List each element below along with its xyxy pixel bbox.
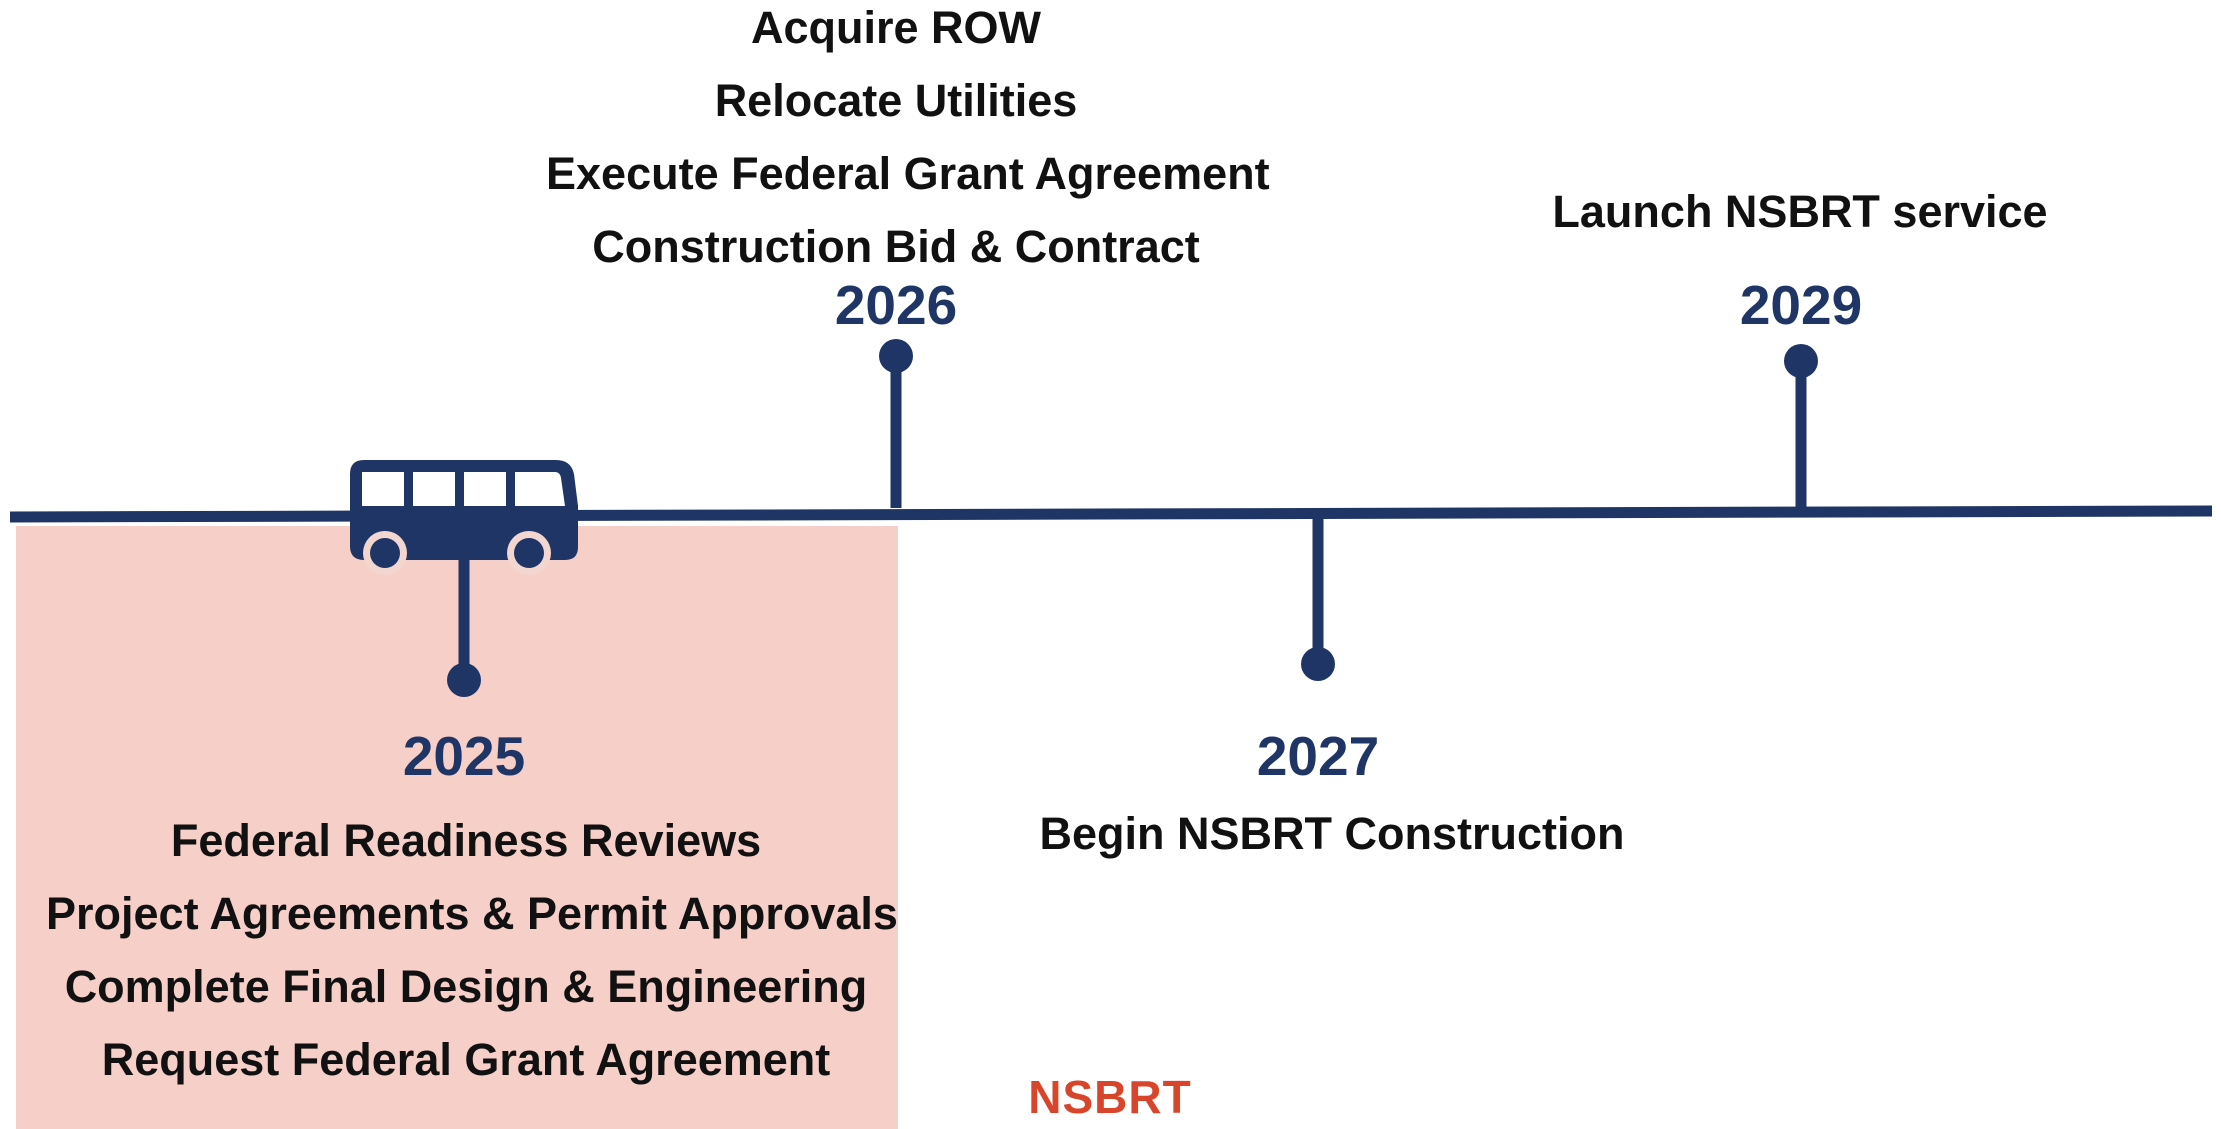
milestone-2026-item: Execute Federal Grant Agreement <box>546 148 1270 199</box>
milestone-2026-item: Relocate Utilities <box>714 75 1078 126</box>
milestone-2029-items: Launch NSBRT service <box>1500 175 2100 248</box>
milestone-2025-item: Project Agreements & Permit Approvals <box>46 888 898 939</box>
milestone-2025-item: Federal Readiness Reviews <box>170 815 762 866</box>
milestone-2025-item: Request Federal Grant Agreement <box>101 1034 831 1085</box>
bus-icon <box>350 460 578 575</box>
milestone-2026-dot <box>879 339 913 373</box>
milestone-2026-year: 2026 <box>834 274 958 336</box>
brand-logo: NSBRT <box>1028 1071 1192 1123</box>
milestone-2027-year: 2027 <box>1256 725 1380 787</box>
milestone-2027-item: Begin NSBRT Construction <box>1039 808 1625 859</box>
milestone-2025-dot <box>447 663 481 697</box>
milestone-2029-dot <box>1784 344 1818 378</box>
milestone-2025-items: Federal Readiness Reviews Project Agreem… <box>46 804 898 1096</box>
milestone-2026-item: Construction Bid & Contract <box>592 221 1200 272</box>
milestone-2027-items: Begin NSBRT Construction <box>1032 797 1632 870</box>
milestone-2029-year: 2029 <box>1739 274 1863 336</box>
milestone-2026-items: Acquire ROW Relocate Utilities Execute F… <box>546 0 1270 283</box>
timeline-axis <box>9 505 2213 523</box>
milestone-2025-item: Complete Final Design & Engineering <box>64 961 868 1012</box>
milestone-2025-year: 2025 <box>402 725 526 787</box>
milestone-2027-dot <box>1301 647 1335 681</box>
current-phase-highlight <box>16 526 898 1129</box>
milestone-2029-item: Launch NSBRT service <box>1552 186 2048 237</box>
milestone-2026-item: Acquire ROW <box>750 2 1042 53</box>
